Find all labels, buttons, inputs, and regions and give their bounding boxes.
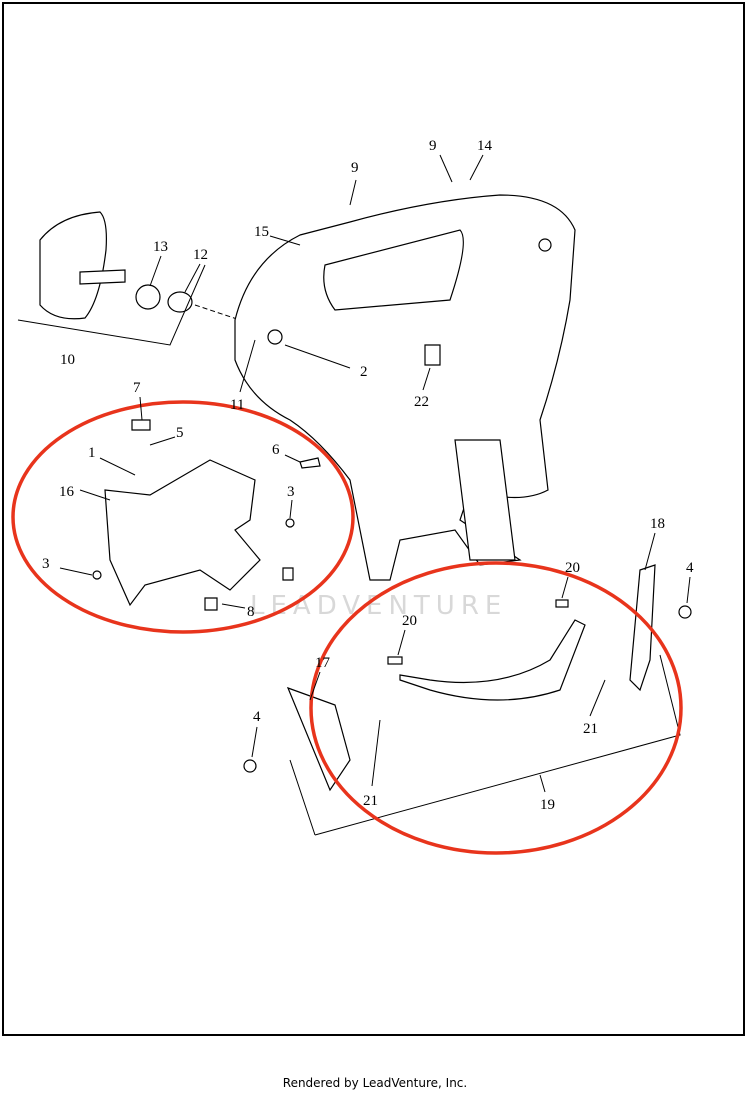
callout-8: 8 xyxy=(247,604,255,620)
callout-15: 15 xyxy=(254,224,269,240)
callout-17: 17 xyxy=(315,655,331,671)
callout-2: 2 xyxy=(360,364,368,380)
callout-10: 10 xyxy=(60,352,75,368)
highlight-circle-right xyxy=(309,561,683,855)
callout-22: 22 xyxy=(414,394,429,410)
callout-12: 12 xyxy=(193,247,208,263)
callout-4: 4 xyxy=(253,709,261,725)
callout-21: 21 xyxy=(363,793,378,809)
callouts: 9 9 14 15 13 12 10 2 11 22 7 5 1 6 16 3 … xyxy=(42,138,694,813)
callout-9: 9 xyxy=(429,138,437,154)
callout-7: 7 xyxy=(133,380,141,396)
left-lower-panel xyxy=(92,419,321,611)
callout-3: 3 xyxy=(287,484,295,500)
callout-9: 9 xyxy=(351,160,359,176)
callout-14: 14 xyxy=(477,138,493,154)
callout-13: 13 xyxy=(153,239,168,255)
footer-credit: Rendered by LeadVenture, Inc. xyxy=(282,1076,468,1090)
right-lower-panel xyxy=(243,564,692,836)
callout-20: 20 xyxy=(565,560,580,576)
callout-20: 20 xyxy=(402,613,417,629)
parts-diagram: LEADVENTURE xyxy=(11,138,694,855)
callout-21: 21 xyxy=(583,721,598,737)
leader-lines xyxy=(59,154,691,793)
mirror-assembly xyxy=(17,211,241,346)
callout-18: 18 xyxy=(650,516,665,532)
callout-3: 3 xyxy=(42,556,50,572)
callout-19: 19 xyxy=(540,797,555,813)
highlight-circle-left xyxy=(11,400,355,634)
callout-6: 6 xyxy=(272,442,280,458)
callout-4: 4 xyxy=(686,560,694,576)
callout-11: 11 xyxy=(230,397,244,413)
callout-1: 1 xyxy=(88,445,96,461)
callout-16: 16 xyxy=(59,484,75,500)
inner-fairing xyxy=(234,194,576,581)
callout-5: 5 xyxy=(176,425,184,441)
diagram-frame xyxy=(2,2,745,1036)
